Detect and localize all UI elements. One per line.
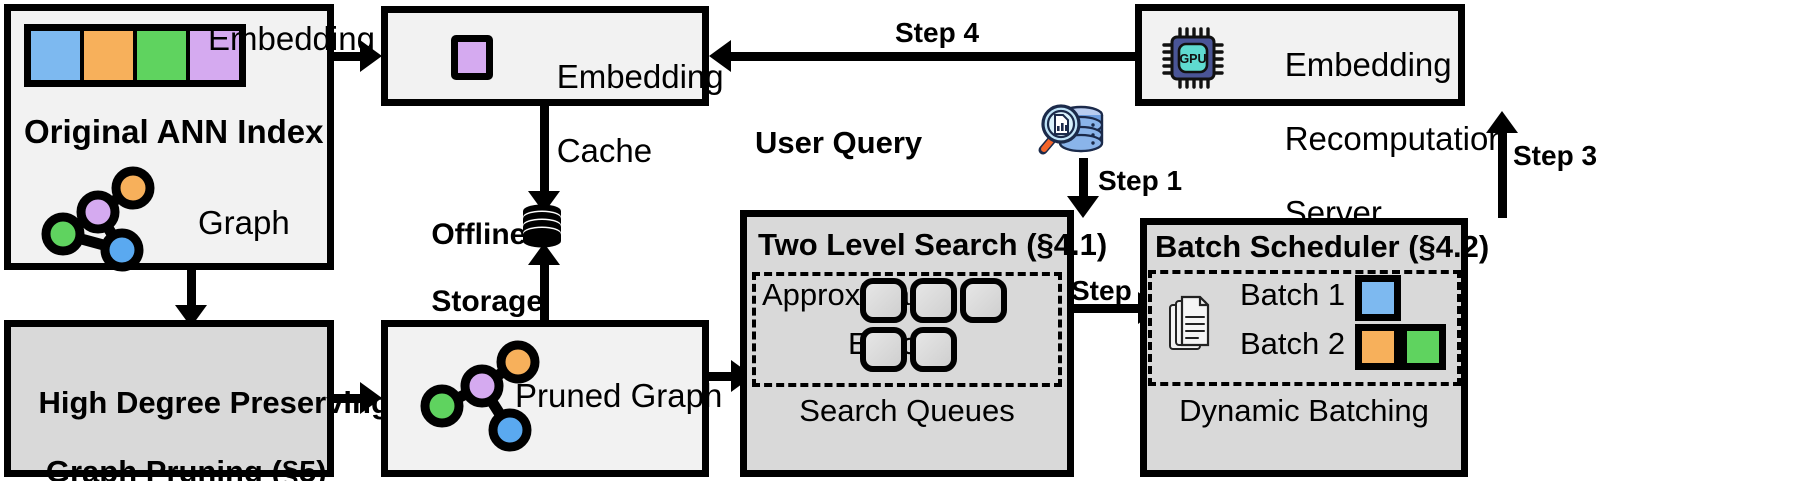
- queue-slot[interactable]: [910, 327, 957, 372]
- gpu-icon-text: GPU: [1179, 52, 1206, 66]
- offline-storage-line1: Offline: [431, 217, 527, 251]
- offline-storage-line2: Storage: [431, 284, 544, 318]
- embedding-cache-line2: Cache: [556, 131, 653, 169]
- connector-ann-to-pruning: [187, 270, 196, 312]
- embedding-cache-line1: Embedding: [556, 57, 724, 95]
- database-icon: [522, 204, 562, 250]
- embedding-cell-purple: [190, 31, 239, 80]
- connector-step2: [1074, 304, 1142, 313]
- pruned-graph-illustration: [414, 340, 554, 452]
- embedding-cache-box: [381, 6, 709, 106]
- batch-1-label: Batch 1: [1240, 277, 1346, 312]
- queue-slot[interactable]: [910, 278, 957, 323]
- step1-label: Step 1: [1098, 165, 1183, 196]
- queue-slot[interactable]: [860, 278, 907, 323]
- connector-pruning-to-pruned: [334, 394, 364, 403]
- ers-line1: Embedding: [1284, 45, 1452, 83]
- purple-node: [76, 190, 120, 234]
- batch-2-label: Batch 2: [1240, 326, 1346, 361]
- step3-label: Step 3: [1513, 140, 1598, 171]
- embedding-cache-title: Embedding Cache: [520, 22, 724, 207]
- embedding-cell-blue: [31, 31, 84, 80]
- pruning-line2: Graph Pruning (§5): [45, 454, 327, 481]
- green-node: [420, 384, 464, 428]
- arrowhead-pruning-to-pruned: [360, 382, 382, 414]
- connector-pruned-to-storage: [540, 262, 549, 320]
- gpu-chip-icon: GPU: [1162, 27, 1224, 89]
- connector-cache-to-storage: [540, 106, 549, 198]
- search-queues-footer: Search Queues: [799, 393, 1015, 428]
- arrowhead-ann-to-cache: [360, 40, 382, 72]
- connector-ann-to-cache: [334, 52, 362, 61]
- queue-slot[interactable]: [860, 327, 907, 372]
- dynamic-batching-dashed-region: [1148, 270, 1461, 386]
- user-query-label: User Query: [755, 125, 923, 160]
- connector-step1: [1079, 158, 1088, 203]
- two-level-search-box: [740, 210, 1074, 477]
- arrowhead-step1: [1067, 196, 1099, 218]
- embedding-vector-chips: [24, 24, 246, 87]
- embedding-label: Embedding: [208, 20, 375, 57]
- two-level-search-title: Two Level Search (§4.1): [758, 227, 1108, 262]
- batch-2-item-orange: [1355, 324, 1401, 370]
- green-node: [41, 212, 85, 256]
- high-degree-pruning-box: [4, 320, 334, 477]
- exact-queue-slots[interactable]: [860, 327, 957, 372]
- approximate-queue-slots[interactable]: [860, 278, 1007, 323]
- batch-1-item-blue: [1355, 275, 1401, 321]
- connector-step4: [728, 52, 1135, 61]
- purple-node: [460, 364, 504, 408]
- step4-label: Step 4: [895, 17, 980, 48]
- pruned-graph-label: Pruned Graph: [515, 377, 723, 414]
- arrowhead-step4: [709, 40, 731, 72]
- embedding-recomputation-server-title: Embedding Recomputation Server: [1248, 10, 1507, 269]
- embedding-cache-chip: [451, 35, 493, 80]
- original-ann-index-title: Original ANN Index: [24, 113, 324, 150]
- embedding-cell-orange: [84, 31, 137, 80]
- offline-storage-label: Offline Storage: [398, 184, 543, 352]
- queue-slot[interactable]: [960, 278, 1007, 323]
- dynamic-batching-footer: Dynamic Batching: [1179, 393, 1429, 428]
- orange-node: [111, 166, 155, 210]
- blue-node: [488, 408, 532, 452]
- search-database-icon: [1038, 100, 1106, 162]
- arrowhead-step3: [1486, 111, 1518, 133]
- documents-stack-icon: [1168, 295, 1216, 357]
- arrowhead-pruned-to-storage: [528, 243, 560, 265]
- orange-node: [496, 340, 540, 384]
- embedding-recomputation-server-box: [1135, 4, 1465, 106]
- connector-pruned-to-search: [709, 372, 735, 381]
- ers-line2: Recomputation: [1284, 119, 1507, 157]
- connector-step3: [1498, 130, 1507, 218]
- embedding-cell-green: [137, 31, 190, 80]
- batch-scheduler-title: Batch Scheduler (§4.2): [1155, 229, 1490, 264]
- original-graph-illustration: [30, 166, 170, 272]
- blue-node: [100, 228, 144, 272]
- search-queues-dashed-region: [752, 272, 1062, 387]
- approximate-row-label: Approximate: [762, 277, 937, 312]
- graph-label: Graph: [198, 204, 290, 241]
- batch-2-item-green: [1400, 324, 1446, 370]
- high-degree-pruning-title: High Degree Preserving Graph Pruning (§5…: [4, 351, 389, 481]
